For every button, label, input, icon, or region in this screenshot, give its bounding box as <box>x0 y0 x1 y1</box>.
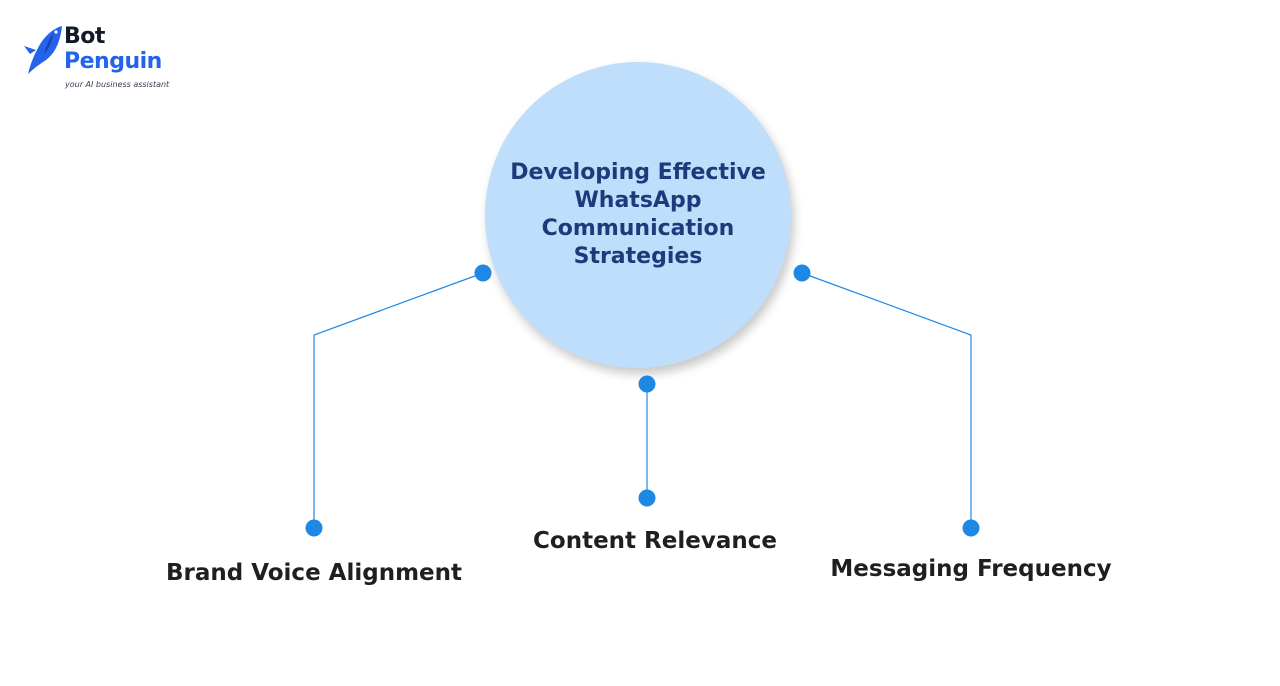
central-topic-circle: Developing Effective WhatsApp Communicat… <box>485 62 791 368</box>
branch-label-brand-voice: Brand Voice Alignment <box>165 560 463 586</box>
penguin-icon <box>24 26 62 74</box>
brand-tagline: your AI business assistant <box>65 80 170 89</box>
central-topic-title: Developing Effective WhatsApp Communicat… <box>510 160 766 269</box>
dot-middle-top <box>638 375 656 393</box>
branch-label-messaging-frequency: Messaging Frequency <box>830 556 1112 582</box>
brand-logo: Bot Penguin your AI business assistant <box>24 24 194 94</box>
dot-left-bottom <box>305 519 323 537</box>
dot-right-top <box>793 264 811 282</box>
connector-right <box>801 272 972 528</box>
dot-right-bottom <box>962 519 980 537</box>
connector-left <box>313 272 484 528</box>
brand-name-line2: Penguin <box>64 49 162 74</box>
dot-left-top <box>474 264 492 282</box>
branch-label-content-relevance: Content Relevance <box>533 528 777 554</box>
brand-name-line1: Bot <box>64 24 105 49</box>
dot-middle-bottom <box>638 489 656 507</box>
